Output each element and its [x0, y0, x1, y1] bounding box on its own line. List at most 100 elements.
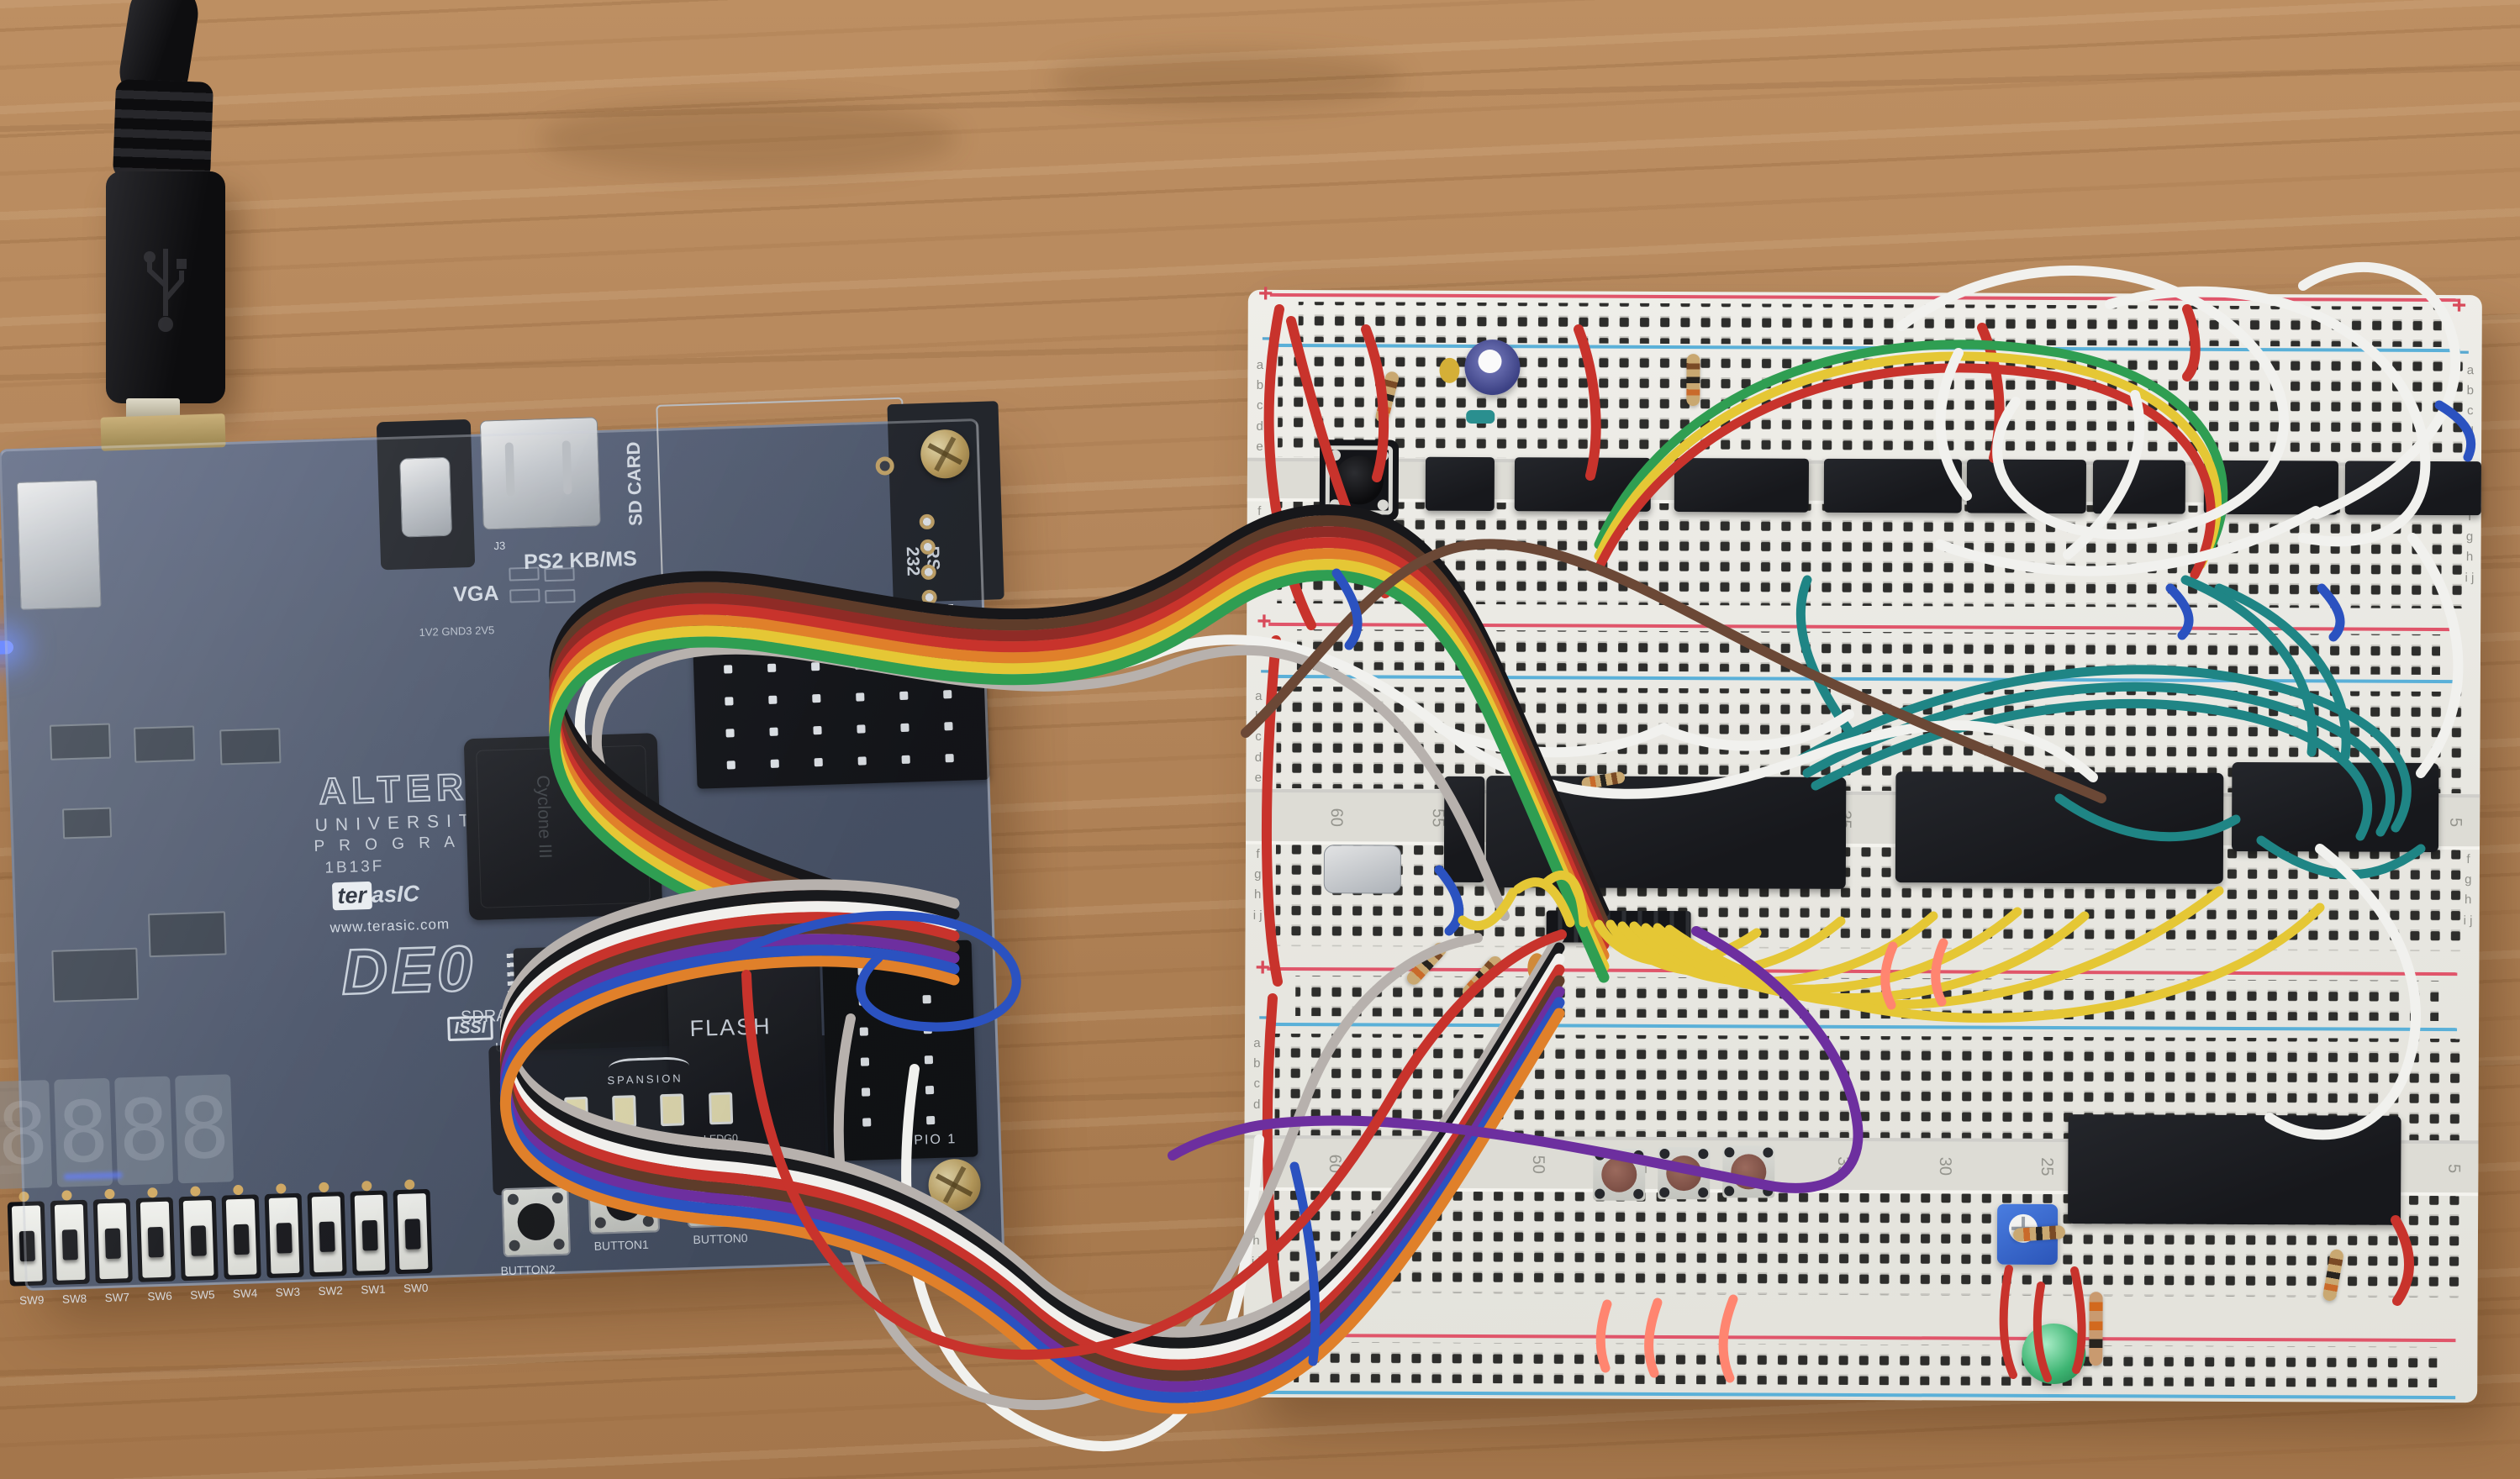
- smd-chip: [134, 725, 196, 763]
- crystal-oscillator: [1323, 845, 1402, 894]
- electrolytic-capacitor: [1464, 339, 1521, 396]
- led-label: LEDG3: [556, 1136, 591, 1150]
- cyclone-fpga-chip: Cyclone III: [463, 733, 663, 921]
- usb-plug-strain-relief: [112, 79, 214, 182]
- mini-usb-port: [100, 413, 226, 451]
- row-letters-fghij: f g h i j: [1254, 503, 1264, 580]
- slide-switch: [7, 1191, 47, 1287]
- slide-switch: [393, 1179, 433, 1275]
- usb-plug-body: [106, 171, 225, 403]
- slide-switch: [264, 1183, 304, 1279]
- smd-chip: [49, 723, 112, 761]
- column-number: 5: [2444, 1163, 2464, 1173]
- large-push-button: [1319, 439, 1400, 521]
- breadboard: + − + − + − + − + − a b c d e f g h i j …: [1243, 280, 2482, 1403]
- power-rail-label: 1V2 GND3 2V5: [419, 624, 495, 639]
- button1-label: BUTTON1: [593, 1237, 649, 1253]
- button0: [685, 1163, 759, 1229]
- dip-ic: [1674, 458, 1810, 513]
- seven-segment-digit: 8: [175, 1074, 235, 1184]
- blue-led-reflection: [63, 1171, 123, 1181]
- wood-grain-smudge: [1051, 50, 1404, 109]
- ps2-label: PS2 KB/MS: [523, 546, 638, 575]
- tantalum-capacitor: [1527, 953, 1547, 982]
- green-led: [660, 1093, 685, 1127]
- jumper-pin-row: [1546, 910, 1691, 944]
- rail-plus: +: [1257, 607, 1272, 635]
- row-letters-fghij: f g h i j: [1251, 1192, 1261, 1269]
- wood-grain-smudge: [538, 101, 958, 176]
- column-number: 5: [2446, 817, 2465, 827]
- rs232-label: RS-232: [902, 545, 943, 577]
- column-number: 60: [1327, 808, 1347, 827]
- button1: [587, 1171, 661, 1234]
- dip-ic: [2344, 461, 2482, 516]
- smd-chip: [147, 911, 227, 958]
- usb-b-connector: [16, 479, 102, 610]
- j3-label: J3: [493, 539, 506, 553]
- row-letters-fghij: f g h i j: [1252, 846, 1263, 923]
- j6-label: J6: [666, 601, 678, 614]
- dip-ic-wide: [2231, 761, 2439, 852]
- switch-label: SW0: [403, 1281, 429, 1295]
- dip40-ic-bottom: [2068, 1114, 2401, 1225]
- small-button: [1722, 1145, 1775, 1198]
- corner-screw-bottom: [927, 1158, 982, 1213]
- board-code: 1B13F: [324, 857, 385, 877]
- column-number: 50: [1529, 1155, 1548, 1174]
- fpga-board: VGA PS2 KB/MS J3 SD CARD J6 1V2 GND3 2V5…: [0, 397, 1005, 1307]
- smd-cluster: [544, 567, 575, 582]
- column-number: 60: [1326, 1154, 1345, 1173]
- sd-card-slot: [656, 397, 910, 625]
- slide-switch: [221, 1184, 261, 1280]
- switch-label: SW8: [61, 1292, 87, 1306]
- button0-label: BUTTON0: [693, 1231, 748, 1247]
- rail-minus: −: [1257, 1370, 1272, 1398]
- gpio1-label: GPIO 1: [901, 1132, 957, 1149]
- resistor: [2089, 1292, 2103, 1366]
- de0-model-logo: DE0: [340, 932, 478, 1009]
- row-letters-abcde: a b c d e: [1256, 357, 1264, 454]
- green-led: [612, 1095, 637, 1129]
- rail-minus: −: [1261, 324, 1277, 353]
- resistor: [1686, 354, 1700, 407]
- small-button: [1658, 1146, 1711, 1200]
- rail-minus: −: [1259, 657, 1275, 686]
- gpio0-header: [821, 940, 978, 1161]
- column-number: 30: [1936, 1156, 1955, 1176]
- power-led-glow: [0, 640, 14, 655]
- row-letters-fghij: f g h i j: [2463, 852, 2473, 928]
- slide-switch: [350, 1181, 390, 1276]
- sdram-chip: [506, 943, 677, 1051]
- dip-ic: [2092, 460, 2186, 514]
- led-label: LEDG2: [604, 1135, 641, 1149]
- green-led: [709, 1092, 734, 1125]
- flash-label: FLASH: [689, 1013, 772, 1042]
- column-number: 25: [2038, 1156, 2057, 1176]
- sd-card-label: SD CARD: [622, 441, 646, 527]
- button2: [501, 1186, 572, 1258]
- smd-chip: [62, 807, 113, 840]
- switch-label: SW2: [318, 1283, 344, 1297]
- dip-ic: [1823, 458, 1963, 513]
- rail-plus: +: [2451, 292, 2467, 320]
- small-dip-ic: [1443, 776, 1485, 883]
- switch-label: SW1: [361, 1282, 386, 1297]
- row-letters-abcde: a b c d e: [1252, 1035, 1261, 1132]
- dip-ic: [1514, 457, 1652, 512]
- row-letters-abcde: a b c d e: [1254, 688, 1263, 785]
- seven-segment-digit: 8: [114, 1076, 174, 1186]
- led-label: LEDG0: [703, 1132, 739, 1145]
- switch-label: SW4: [232, 1286, 258, 1300]
- usb-trident-icon: [144, 249, 187, 332]
- button2-label: BUTTON2: [500, 1262, 556, 1278]
- smd-cluster: [545, 589, 576, 604]
- dip40-ic-right: [1895, 771, 2224, 884]
- switch-label: SW5: [189, 1287, 215, 1302]
- column-number: 55: [1427, 1154, 1447, 1173]
- dip-ic: [1425, 456, 1495, 512]
- sdram-label: SDRAM: [460, 1006, 522, 1027]
- rail-plus: +: [1255, 953, 1270, 982]
